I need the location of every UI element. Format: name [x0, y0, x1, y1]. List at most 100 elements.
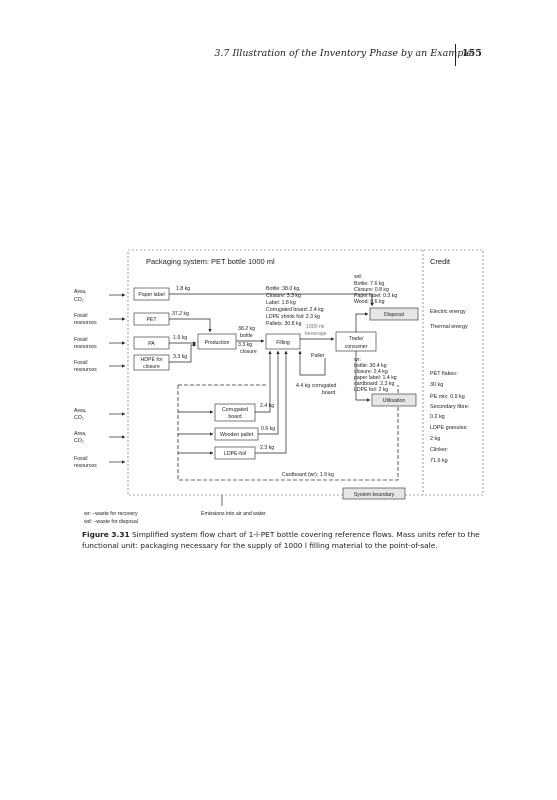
credit-item: 71.6 kg	[430, 458, 448, 464]
flow-label: 4.4 kg corrugated	[296, 383, 336, 389]
pallet-flow	[298, 350, 326, 376]
caption-text: Simplified system flow chart of 1-l-PET …	[82, 530, 480, 550]
wr-list: wr: bottle: 30.4 kg closure: 2.4 kg pape…	[354, 357, 397, 393]
wd-item: wd:	[354, 274, 362, 280]
inventory-item: Pallets: 30.8 kg	[266, 321, 302, 327]
header-rule	[455, 44, 456, 66]
credit-item: Thermal energy	[430, 324, 468, 330]
hdpe-box	[133, 354, 170, 371]
flow-label: 3.3 kg	[173, 354, 187, 360]
pet-text: PET	[146, 317, 157, 323]
wd-item: Wood: 0.6 kg	[354, 299, 385, 305]
trade-text: consumer	[345, 344, 368, 350]
input-label: resources	[74, 320, 97, 326]
flow-label: 1.8 kg	[176, 286, 190, 292]
input-label: Fossil	[74, 313, 88, 319]
trade-to-disposal	[355, 312, 369, 332]
flow-label: closure	[240, 349, 257, 355]
wd-item: Bottle: 7.6 kg	[354, 281, 384, 287]
system-boundary-box	[342, 487, 406, 500]
paper-label-text: Paper label	[138, 292, 164, 298]
trade-text: Trade/	[349, 336, 364, 342]
figure-caption: Figure 3.31 Simplified system flow chart…	[82, 530, 482, 551]
input-label: CO₂	[74, 438, 84, 444]
flow-label: 0.6 kg	[261, 426, 275, 432]
wooden-pallet-flow	[258, 350, 280, 435]
filling-text: Filling	[276, 340, 290, 346]
figure-title: Packaging system: PET bottle 1000 ml	[146, 257, 275, 266]
ldpe-foil-text: LDPE-foil	[224, 451, 246, 457]
credit-item: Secondary fibre:	[430, 404, 469, 410]
paper-label-flow	[169, 293, 374, 307]
credit-title: Credit	[430, 257, 451, 266]
corrugated-text: board	[228, 414, 241, 420]
wooden-pallet-text: Wooden pallet	[220, 432, 254, 438]
input-arrows	[109, 293, 126, 464]
flow-label: 38.2 kg	[238, 326, 255, 332]
wr-item: paper label: 1.4 kg	[354, 375, 397, 381]
pet-flow	[169, 318, 212, 333]
inventory-item: Corrugated board: 2.4 kg	[266, 307, 324, 313]
wr-item: closure: 2.4 kg	[354, 369, 388, 375]
production-text: Production	[205, 340, 230, 346]
running-title: 3.7 Illustration of the Inventory Phase …	[214, 48, 472, 59]
flow-label: 3.3 kg	[238, 342, 252, 348]
credit-item: Clinker:	[430, 447, 448, 453]
credit-item: LDPE granules:	[430, 425, 468, 431]
wd-list: wd: Bottle: 7.6 kg Closure: 0.8 kg Paper…	[354, 274, 397, 305]
page-number: 155	[462, 48, 482, 59]
disposal-text: Disposal	[384, 312, 404, 318]
wr-item: LDPE foil: 2 kg	[354, 387, 388, 393]
figure-frame	[127, 249, 484, 496]
flow-label: 1.9 kg	[173, 335, 187, 341]
input-label: Fossil	[74, 337, 88, 343]
filling-box	[265, 333, 301, 350]
hdpe-text: closure	[143, 364, 160, 370]
legend-wd: wd: –waste for disposal	[84, 519, 138, 525]
flow-label: 2.4 kg	[260, 403, 274, 409]
wr-item: cardboard: 2.3 kg	[354, 381, 394, 387]
pa-text: PA	[148, 341, 155, 347]
inventory-item: Closure: 3.3 kg	[266, 293, 301, 299]
flow-label: Cardboard (wr): 1.9 kg	[282, 472, 334, 478]
input-labels: Area, CO₂ Fossil resources Fossil resour…	[74, 289, 97, 469]
flow-label: 2.3 kg	[260, 445, 274, 451]
credit-item: PE mix: 0.9 kg	[430, 394, 465, 400]
credit-list: Electric energy Thermal energy PET flake…	[430, 309, 469, 464]
flow-label: board	[322, 390, 335, 396]
input-label: CO₂	[74, 415, 84, 421]
wr-item: bottle: 30.4 kg	[354, 363, 387, 369]
flow-label: bottle	[240, 333, 253, 339]
credit-item: 30 kg	[430, 382, 443, 388]
flow-labels: 1.8 kg 37.2 kg 1.9 kg 3.3 kg 38.2 kg bot…	[172, 286, 336, 478]
flow-label: 37.2 kg	[172, 311, 189, 317]
input-label: Area,	[74, 289, 86, 295]
ldpe-foil-flow	[255, 350, 288, 454]
wd-item: Closure: 0.8 kg	[354, 287, 389, 293]
process-labels: Paper label PET PA HDPE for closure Prod…	[138, 292, 405, 498]
input-label: CO₂	[74, 297, 84, 303]
utilisation-text: Utilisation	[383, 398, 406, 404]
disposal-box	[369, 307, 419, 321]
inventory-item: Bottle: 38.0 kg,	[266, 286, 301, 292]
inventory-item: Label: 1.8 kg	[266, 300, 296, 306]
input-label: Area,	[74, 431, 86, 437]
input-label: resources	[74, 463, 97, 469]
input-label: resources	[74, 367, 97, 373]
inventory-list: Bottle: 38.0 kg, Closure: 3.3 kg Label: …	[266, 286, 324, 327]
trade-to-utilisation	[355, 351, 371, 402]
production-box	[197, 333, 237, 350]
corrugated-to-filling	[255, 350, 272, 413]
credit-item: PET flakes:	[430, 371, 457, 377]
input-label: resources	[74, 344, 97, 350]
flow-label: Pallet	[311, 353, 325, 359]
legend-wr: wr: –waste for recovery	[84, 511, 138, 517]
credit-item: 0.2 kg	[430, 414, 445, 420]
emissions-label: Emissions into air and water	[201, 511, 266, 517]
flow-lines	[169, 293, 374, 506]
input-label: Fossil	[74, 360, 88, 366]
caption-label: Figure 3.31	[82, 530, 130, 539]
input-label: Area,	[74, 408, 86, 414]
inventory-item: LDPE shrink foil: 2.3 kg	[266, 314, 320, 320]
